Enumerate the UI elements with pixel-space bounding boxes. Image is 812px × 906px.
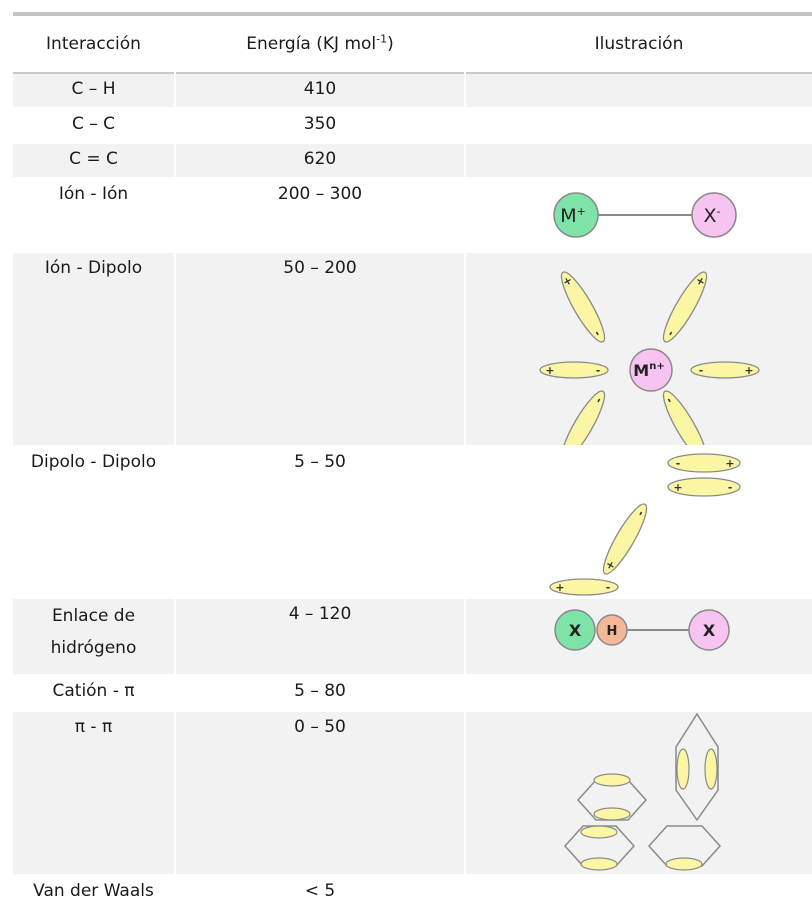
svg-text:-: - [728,481,733,494]
cell-energy: 5 – 80 [294,681,346,701]
table-header-row: Interacción Energía (KJ mol-1) Ilustraci… [13,16,812,74]
svg-text:-: - [676,457,681,470]
svg-text:+: + [725,457,734,470]
table-row: Van der Waals < 5 [13,876,812,906]
cell-illustration: M+ X- [466,179,812,251]
cation-label: M+ [560,205,586,227]
cell-interaction: Enlace de hidrógeno [13,599,174,674]
dipole-right: - + [690,361,760,379]
table-top-rule [13,12,812,16]
cell-interaction: C = C [13,144,174,177]
svg-text:+: + [545,364,554,377]
cell-interaction: Dipolo - Dipolo [30,452,157,472]
cell-interaction: π - π [13,712,174,874]
hydrogen-atom-label: H [607,624,618,639]
dipole-upper-right: - + [662,271,708,343]
acceptor-atom-label: X [703,621,716,640]
cell-energy: 50 – 200 [176,253,464,445]
cell-energy: 5 – 50 [294,452,346,472]
svg-text:-: - [663,395,677,405]
cell-illustration [466,109,812,142]
cell-energy: 350 [303,114,337,134]
aromatic-ring-vertical [675,712,719,822]
table-row: Dipolo - Dipolo 5 – 50 - + + - [13,447,812,597]
acceptor-atom-circle [688,609,730,651]
cell-interaction: C – C [71,114,116,134]
hydrogen-atom-circle [596,614,628,646]
dipole-diagonal: + - [602,503,648,575]
pi-cloud [704,748,718,790]
ion-ion-diagram: M+ X- [553,192,737,238]
cell-illustration [466,712,812,874]
table-row: C – H 410 [13,74,812,107]
pi-cloud [593,773,631,787]
svg-text:-: - [606,581,611,594]
cell-interaction-line2: hidrógeno [50,638,137,658]
cell-interaction: Ión - Ión [58,184,129,204]
cell-energy: 620 [176,144,464,177]
table-row: Enlace de hidrógeno 4 – 120 X H X [13,599,812,674]
cell-illustration [466,676,812,710]
donor-atom-label: X [569,621,582,640]
cell-illustration: + - - + + - [466,253,812,445]
cell-illustration [466,876,812,906]
pi-cloud [580,857,618,871]
cell-interaction-line1: Enlace de [51,606,136,626]
cell-illustration [466,74,812,107]
anion-label: X- [703,205,720,227]
cell-interaction: Ión - Dipolo [13,253,174,445]
metal-ion-label: Mn+ [633,361,664,380]
dipole-upper-left: + - [560,271,606,343]
table-row: C – C 350 [13,109,812,142]
cell-illustration: - + + - + - + [466,447,812,597]
svg-text:-: - [591,328,605,338]
dipole-second: + - [667,477,741,497]
svg-text:+: + [555,581,564,594]
dipole-left: + - [539,361,609,379]
svg-text:-: - [699,364,704,377]
table-row: C = C 620 [13,144,812,177]
pi-cloud [665,857,703,871]
svg-text:-: - [596,364,601,377]
cation-circle [553,192,599,238]
cell-illustration: X H X [466,599,812,674]
pi-cloud [676,748,690,790]
dipole-lower-left: + - [560,390,606,445]
pi-pi-stacking-diagram [563,712,722,871]
anion-circle [691,192,737,238]
metal-ion-circle [629,348,673,392]
cell-energy: 0 – 50 [176,712,464,874]
dipole-dipole-diagram: - + + - + - + [549,453,741,596]
table-row: Catión - π 5 – 80 [13,676,812,710]
dipole-bottom: + - [549,578,619,596]
cell-illustration [466,144,812,177]
cell-interaction: Van der Waals [33,881,154,901]
pi-cloud [593,807,631,821]
hydrogen-bond-diagram: X H X [554,609,730,651]
cell-interaction: C – H [13,74,174,107]
cell-energy: < 5 [304,881,336,901]
pi-cloud [580,825,618,839]
cell-energy: 200 – 300 [277,184,363,204]
cell-interaction: Catión - π [52,681,135,701]
header-energy: Energía (KJ mol-1) [176,16,464,74]
header-interaction: Interacción [13,16,174,74]
svg-text:+: + [744,364,753,377]
svg-text:-: - [634,508,648,518]
table-row: π - π 0 – 50 [13,712,812,874]
header-illustration: Ilustración [466,16,812,74]
svg-text:+: + [673,481,682,494]
ion-dipole-diagram: + - - + + - [539,271,760,445]
dipole-top: - + [667,453,741,473]
svg-text:-: - [664,328,678,338]
cell-energy: 410 [176,74,464,107]
donor-atom-circle [554,609,596,651]
table-row: Ión - Dipolo 50 – 200 + - - + [13,253,812,445]
cell-energy: 4 – 120 [176,599,464,674]
dipole-lower-right: - + [663,390,708,445]
svg-text:-: - [592,395,606,405]
table-row: Ión - Ión 200 – 300 M+ X- [13,179,812,251]
